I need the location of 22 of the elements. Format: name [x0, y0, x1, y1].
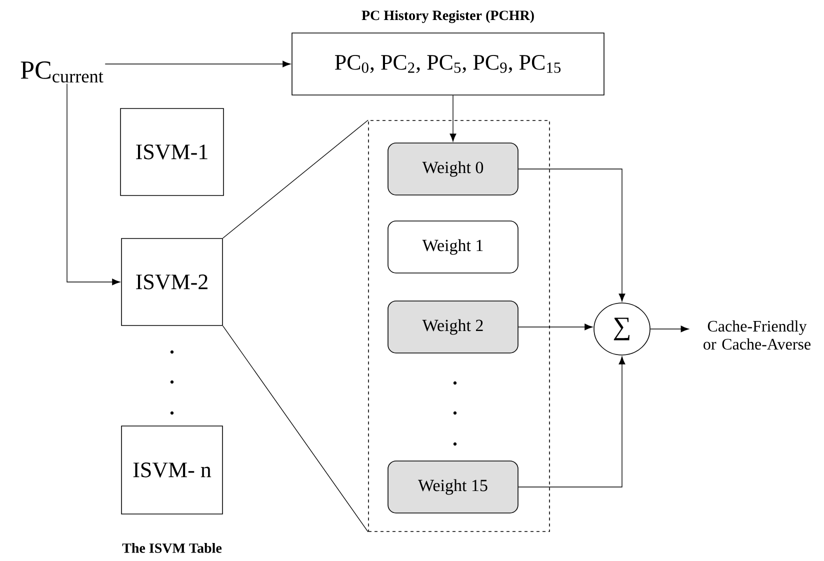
- arrow: [650, 326, 689, 332]
- arrow: [450, 95, 456, 142]
- process-box: PC$_{0}$, PC$_{2}$, PC$_{5}$, PC$_{9}$, PC$_{15}$: [292, 32, 604, 96]
- table-caption: The ISVM Table: [122, 543, 222, 553]
- weight-box: Weight 15: [388, 460, 518, 514]
- connector-line: [222, 120, 368, 238]
- arrow: [518, 168, 626, 302]
- process-box: ISVM- n: [121, 426, 223, 514]
- dashed-box: [368, 120, 550, 532]
- heading: PC History Register (PCHR): [362, 10, 534, 24]
- text-label: PC$_{current}$: [20, 61, 104, 83]
- weight-box: Weight 1: [388, 220, 518, 274]
- arrow: [518, 324, 593, 330]
- output-label: Cache-Friendly or Cache-Averse: [704, 320, 810, 350]
- process-box: ISVM-1: [120, 108, 224, 196]
- weight-box: Weight 0: [388, 142, 518, 196]
- weight-box: Weight 2: [388, 300, 518, 354]
- arrow: [518, 356, 626, 488]
- process-box: ISVM-2: [121, 238, 223, 326]
- arrow: [104, 60, 291, 68]
- connector-line: [222, 326, 368, 532]
- arrow: [66, 83, 120, 286]
